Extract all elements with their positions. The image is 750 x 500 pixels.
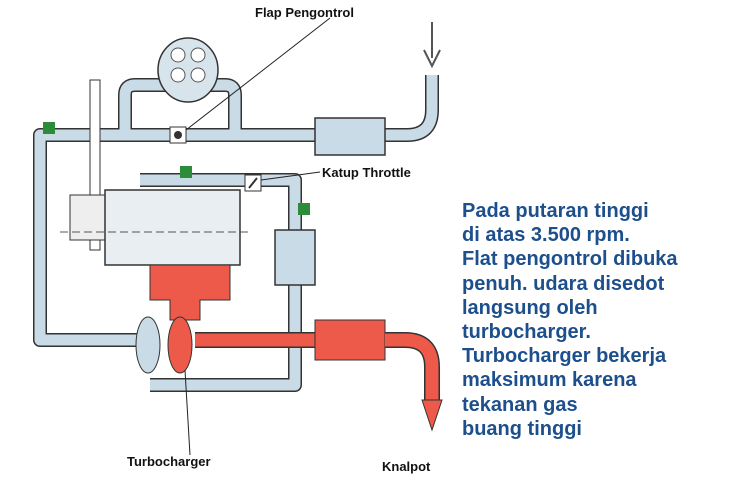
leader-lines [184, 17, 331, 456]
green-valve-icons [43, 122, 310, 215]
description-line: penuh. udara disedot [462, 272, 665, 295]
description-text: Pada putaran tinggi di atas 3.500 rpm. F… [462, 199, 750, 441]
description-line: maksimum karena [462, 369, 637, 392]
air-filter [314, 117, 386, 156]
turbocharger-icon [135, 316, 193, 374]
description-line: Turbocharger bekerja [462, 345, 667, 368]
turbo-label: Turbocharger [127, 454, 211, 469]
description-line: buang tinggi [462, 417, 582, 440]
description-line: langsung oleh [462, 296, 598, 319]
intake-arrow-icon [423, 22, 441, 69]
description-line: Pada putaran tinggi [462, 200, 649, 222]
description-line: Flat pengontrol dibuka [462, 248, 678, 271]
exhaust-system [149, 264, 443, 432]
description-line: tekanan gas [462, 393, 578, 416]
description-line: turbocharger. [462, 321, 591, 344]
boost-chamber [274, 229, 316, 286]
intercooler [157, 37, 219, 103]
throttle-label: Katup Throttle [322, 165, 411, 180]
engine-block [104, 189, 241, 266]
belt [89, 79, 101, 251]
flap-label: Flap Pengontrol [255, 5, 354, 20]
description-line: di atas 3.500 rpm. [462, 224, 630, 247]
exhaust-label: Knalpot [382, 459, 431, 474]
pulley [69, 194, 111, 241]
